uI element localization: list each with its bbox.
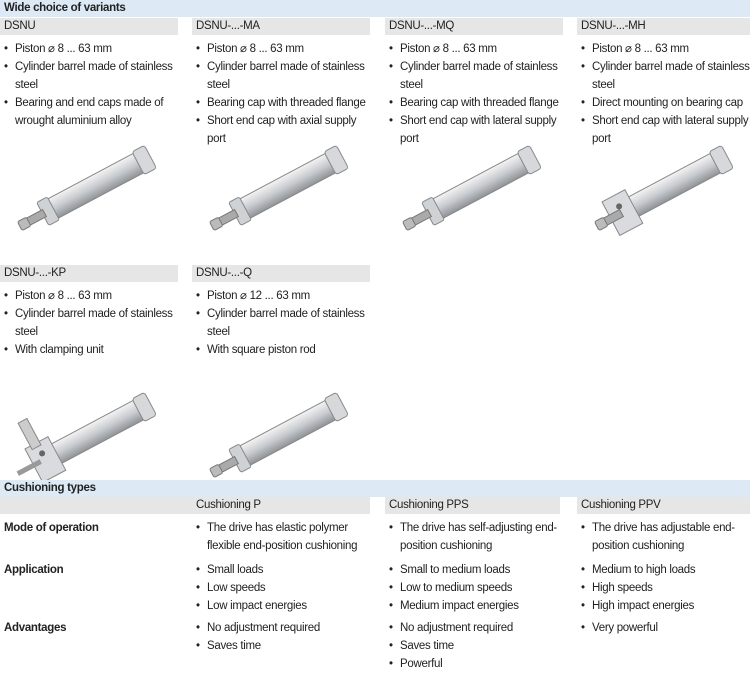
cylinder-product-image: [197, 130, 367, 253]
cushioning-item: Saves time: [195, 637, 370, 655]
cushioning-item: Powerful: [388, 655, 558, 673]
cushioning-cell: The drive has elastic polymer flexible e…: [195, 519, 370, 555]
variant-header: DSNU: [0, 18, 178, 35]
cylinder-product-image: [390, 130, 560, 253]
variant-header: DSNU-...-KP: [0, 265, 178, 282]
feature-item: Bearing cap with threaded flange: [388, 94, 568, 112]
cushioning-item: The drive has self-adjusting end-positio…: [388, 519, 558, 555]
feature-item: With clamping unit: [3, 341, 183, 359]
cushioning-cell: Medium to high loadsHigh speedsHigh impa…: [580, 561, 750, 615]
feature-item: Cylinder barrel made of stainless steel: [388, 58, 568, 94]
variant-header: DSNU-...-MQ: [385, 18, 563, 35]
cushioning-section-title: Cushioning types: [0, 480, 750, 497]
variant-features: Piston ⌀ 12 ... 63 mmCylinder barrel mad…: [195, 287, 375, 359]
cushioning-cell: Very powerful: [580, 619, 750, 637]
cushioning-cell: No adjustment requiredSaves time: [195, 619, 370, 655]
feature-item: Short end cap with lateral supply port: [580, 112, 750, 148]
cushioning-item: Low impact energies: [195, 597, 370, 615]
feature-item: Bearing and end caps made of wrought alu…: [3, 94, 183, 130]
cushioning-item: Low to medium speeds: [388, 579, 558, 597]
cushioning-cell: The drive has adjustable end-position cu…: [580, 519, 750, 555]
feature-item: Piston ⌀ 12 ... 63 mm: [195, 287, 375, 305]
cushioning-item: High impact energies: [580, 597, 750, 615]
cushioning-item: The drive has elastic polymer flexible e…: [195, 519, 370, 555]
cushioning-header-ppv: Cushioning PPV: [577, 497, 750, 514]
feature-item: Bearing cap with threaded flange: [195, 94, 375, 112]
feature-item: Piston ⌀ 8 ... 63 mm: [3, 40, 183, 58]
variants-section-title: Wide choice of variants: [0, 0, 750, 17]
feature-item: Direct mounting on bearing cap: [580, 94, 750, 112]
cushioning-item: High speeds: [580, 579, 750, 597]
cushioning-item: Saves time: [388, 637, 558, 655]
cylinder-product-image: [582, 130, 750, 253]
cushioning-cell: Small loadsLow speedsLow impact energies: [195, 561, 370, 615]
feature-item: Short end cap with lateral supply port: [388, 112, 568, 148]
feature-item: Short end cap with axial supply port: [195, 112, 375, 148]
cushioning-item: Very powerful: [580, 619, 750, 637]
variant-features: Piston ⌀ 8 ... 63 mmCylinder barrel made…: [580, 40, 750, 148]
feature-item: Cylinder barrel made of stainless steel: [195, 305, 375, 341]
cushioning-header-pps: Cushioning PPS: [385, 497, 560, 514]
cushioning-cell: Small to medium loadsLow to medium speed…: [388, 561, 558, 615]
variant-features: Piston ⌀ 8 ... 63 mmCylinder barrel made…: [195, 40, 375, 148]
feature-item: Piston ⌀ 8 ... 63 mm: [3, 287, 183, 305]
cylinder-product-image: [5, 377, 175, 500]
cushioning-item: Medium to high loads: [580, 561, 750, 579]
cushioning-item: The drive has adjustable end-position cu…: [580, 519, 750, 555]
cushioning-header-p: Cushioning P: [0, 497, 370, 514]
feature-item: Cylinder barrel made of stainless steel: [3, 58, 183, 94]
variant-header: DSNU-...-Q: [192, 265, 370, 282]
cushioning-row-label: Application: [4, 564, 64, 576]
cushioning-item: Medium impact energies: [388, 597, 558, 615]
cushioning-item: Small loads: [195, 561, 370, 579]
feature-item: Cylinder barrel made of stainless steel: [195, 58, 375, 94]
feature-item: Piston ⌀ 8 ... 63 mm: [580, 40, 750, 58]
cylinder-product-image: [197, 377, 367, 500]
cushioning-row-label: Mode of operation: [4, 522, 99, 534]
feature-item: Piston ⌀ 8 ... 63 mm: [388, 40, 568, 58]
variant-features: Piston ⌀ 8 ... 63 mmCylinder barrel made…: [388, 40, 568, 148]
variant-features: Piston ⌀ 8 ... 63 mmCylinder barrel made…: [3, 287, 183, 359]
variant-features: Piston ⌀ 8 ... 63 mmCylinder barrel made…: [3, 40, 183, 130]
feature-item: Cylinder barrel made of stainless steel: [3, 305, 183, 341]
feature-item: Piston ⌀ 8 ... 63 mm: [195, 40, 375, 58]
cushioning-row-label: Advantages: [4, 622, 67, 634]
cylinder-product-image: [5, 130, 175, 253]
cushioning-item: No adjustment required: [388, 619, 558, 637]
feature-item: With square piston rod: [195, 341, 375, 359]
variant-header: DSNU-...-MA: [192, 18, 370, 35]
cushioning-item: Small to medium loads: [388, 561, 558, 579]
cushioning-cell: The drive has self-adjusting end-positio…: [388, 519, 558, 555]
cushioning-item: Low speeds: [195, 579, 370, 597]
feature-item: Cylinder barrel made of stainless steel: [580, 58, 750, 94]
cushioning-item: No adjustment required: [195, 619, 370, 637]
variant-header: DSNU-...-MH: [577, 18, 750, 35]
cushioning-cell: No adjustment requiredSaves timePowerful: [388, 619, 558, 673]
